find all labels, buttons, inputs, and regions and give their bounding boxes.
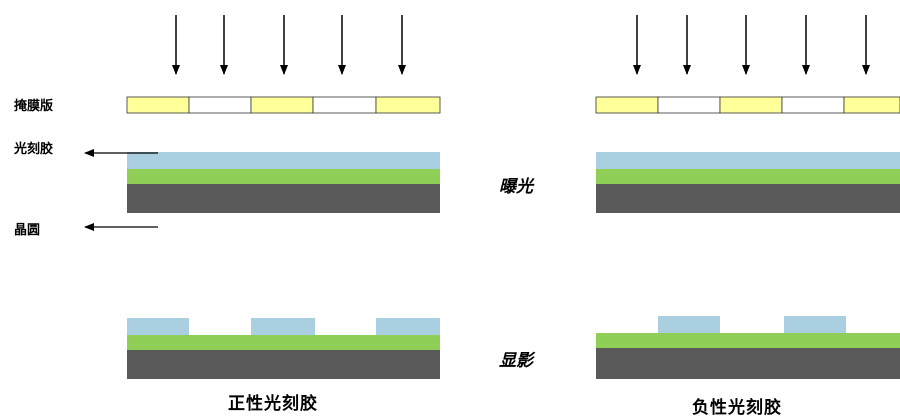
wafer-layer	[127, 184, 440, 213]
mask-opaque-segment	[719, 96, 783, 114]
exposure-stack-left	[127, 152, 440, 213]
photoresist-remaining	[784, 316, 846, 333]
photoresist-remaining	[658, 316, 720, 333]
mask-opaque-segment	[843, 96, 900, 114]
negative-resist-caption: 负性光刻胶	[692, 398, 782, 418]
photoresist-layer	[596, 152, 900, 169]
mask-opaque-segment	[250, 96, 314, 114]
oxide-layer	[596, 333, 900, 348]
photoresist-layer	[127, 152, 440, 169]
wafer-layer	[127, 350, 440, 379]
develop-stack-right	[596, 316, 900, 379]
photoresist-remaining	[376, 318, 440, 335]
mask-opaque-segment	[126, 96, 190, 114]
exposure-step-label: 曝光	[499, 177, 533, 197]
positive-resist-caption: 正性光刻胶	[228, 394, 318, 414]
mask-left	[126, 96, 441, 114]
light-arrows-right	[633, 15, 870, 75]
develop-step-label: 显影	[499, 351, 533, 371]
mask-right	[595, 96, 900, 114]
mask-label: 掩膜版	[14, 99, 54, 114]
mask-opaque-segment	[595, 96, 659, 114]
wafer-layer	[596, 348, 900, 379]
develop-stack-left	[127, 318, 440, 379]
oxide-layer	[127, 335, 440, 350]
photoresist-remaining	[127, 318, 189, 335]
photoresist-remaining	[251, 318, 315, 335]
mask-clear-segment	[312, 96, 377, 114]
label-pointers	[84, 149, 158, 231]
wafer-label: 晶圆	[14, 223, 41, 238]
exposure-stack-right	[596, 152, 900, 213]
mask-clear-segment	[781, 96, 845, 114]
oxide-layer	[127, 169, 440, 184]
mask-clear-segment	[657, 96, 721, 114]
mask-clear-segment	[188, 96, 252, 114]
mask-opaque-segment	[375, 96, 441, 114]
oxide-layer	[596, 169, 900, 184]
photoresist-label: 光刻胶	[14, 142, 54, 157]
wafer-layer	[596, 184, 900, 213]
light-arrows-left	[172, 15, 406, 75]
